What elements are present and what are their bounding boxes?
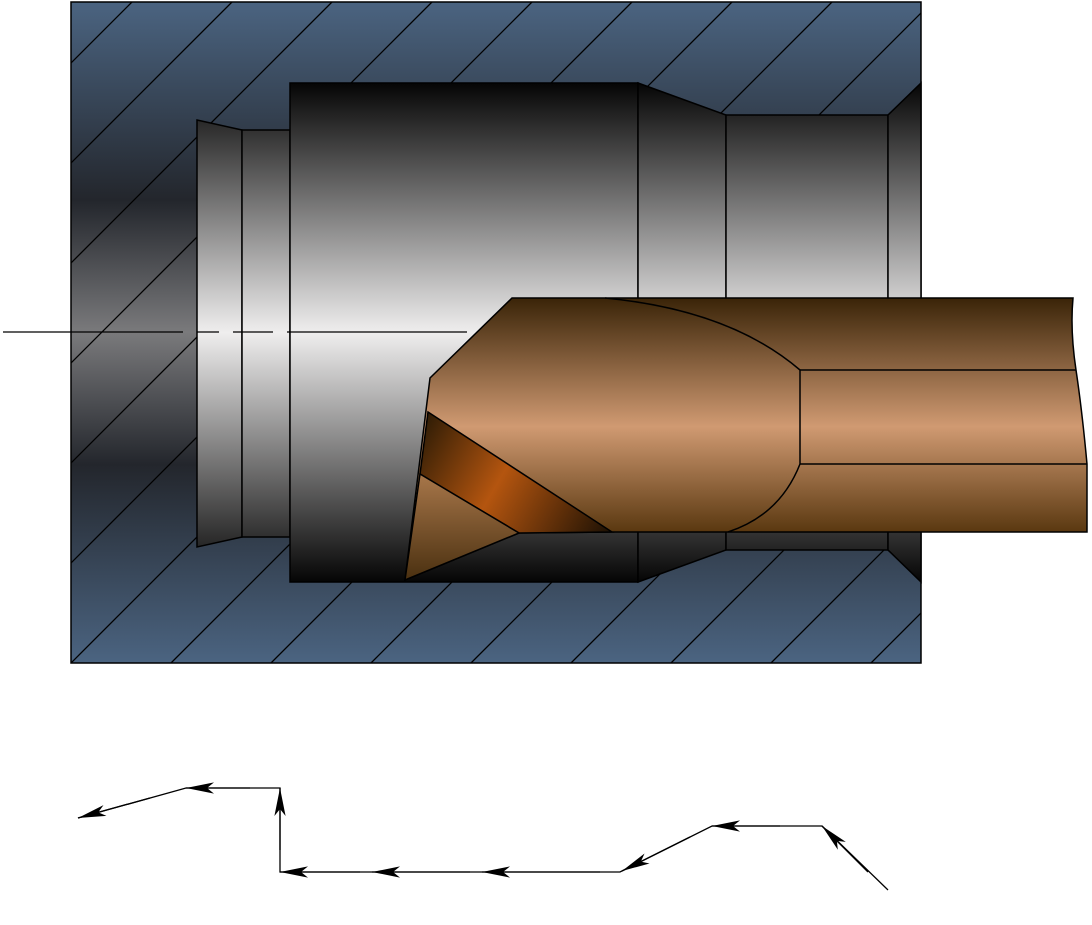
hatch-line	[670, 412, 921, 663]
boring-tool	[404, 297, 1088, 582]
tool-path	[77, 782, 889, 891]
hatch-line	[71, 2, 233, 164]
arrow	[821, 825, 869, 873]
hatch-line	[770, 512, 921, 663]
path-line	[77, 787, 889, 891]
entry-chamfer	[196, 119, 243, 548]
arrow	[621, 836, 691, 872]
hatch-line	[71, 2, 333, 264]
tool-tip	[404, 472, 521, 582]
arrow	[77, 797, 151, 819]
shank-transition	[604, 297, 801, 533]
groove-step	[241, 129, 291, 538]
